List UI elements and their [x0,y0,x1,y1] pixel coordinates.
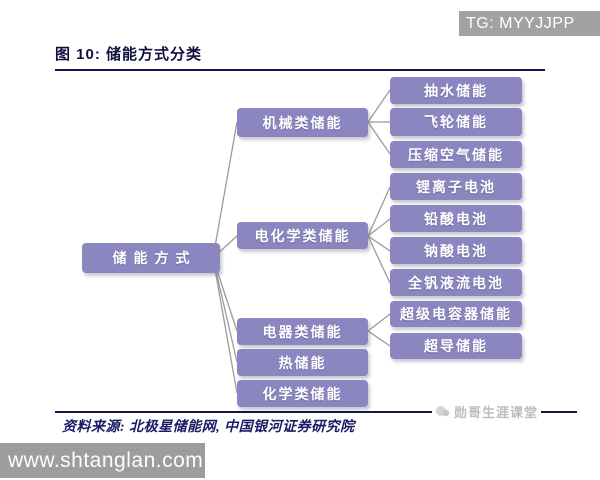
node-leaf-lithium-ion: 锂离子电池 [390,173,522,200]
node-leaf-lead-acid: 铅酸电池 [390,205,522,232]
node-leaf-compressed-air: 压缩空气储能 [390,141,522,168]
footer-logo: 勋哥生涯课堂 [432,401,542,421]
site-watermark-bar: www.shtanglan.com [0,443,205,478]
node-leaf-sodium: 钠酸电池 [390,237,522,264]
node-branch-mechanical: 机械类储能 [237,108,368,137]
footer-logo-text: 勋哥生涯课堂 [454,404,539,420]
title-divider [55,69,545,71]
node-leaf-pumped-hydro: 抽水储能 [390,77,522,104]
node-leaf-superconducting: 超导储能 [390,333,522,359]
node-branch-chemical: 化学类储能 [237,380,368,407]
source-note: 资料来源: 北极星储能网, 中国银河证券研究院 [62,420,355,435]
node-branch-thermal: 热储能 [237,349,368,376]
node-leaf-vanadium-flow: 全钒液流电池 [390,269,522,296]
footer-divider [55,411,577,413]
node-leaf-flywheel: 飞轮储能 [390,108,522,136]
node-leaf-supercapacitor: 超级电容器储能 [390,301,522,327]
node-branch-electrical: 电器类储能 [237,318,368,345]
figure-title: 图 10: 储能方式分类 [55,46,203,63]
tg-contact-badge: TG: MYYJJPP [459,11,600,36]
footer-logo-icon [435,404,451,418]
node-energy-storage-root: 储能方式 [82,243,220,273]
node-branch-electrochemical: 电化学类储能 [237,222,368,249]
